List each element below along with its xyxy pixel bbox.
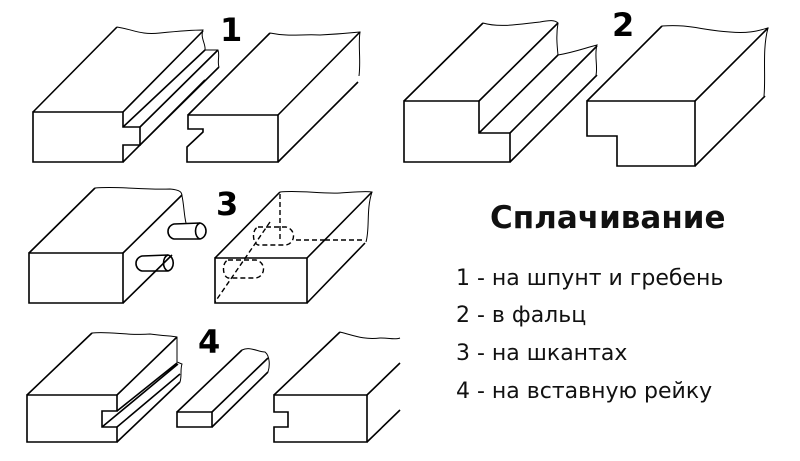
diagram-title: Сплачивание [490,200,726,236]
legend-item: 2 - в фальц [456,303,587,328]
fig2-rebate-board-right [586,25,769,167]
figure-label-2: 2 [612,6,635,44]
legend-item: 3 - на шкантах [456,341,628,366]
figure-label-4: 4 [198,323,221,361]
legend-item: 4 - на вставную рейку [456,379,713,404]
fig1-tongue-board [32,26,220,163]
fig1-groove-board [186,31,361,163]
legend-item: 1 - на шпунт и гребень [456,266,724,291]
fig3-dowel-board [28,186,207,304]
fig3-holed-board [214,190,373,304]
fig4-slotted-board-left [26,332,183,443]
figure-label-3: 3 [216,185,239,223]
fig4-insert-strip [176,348,270,428]
fig4-slotted-board-right [273,331,401,443]
fig2-rebate-board-left [403,20,598,163]
figure-label-1: 1 [220,11,243,49]
